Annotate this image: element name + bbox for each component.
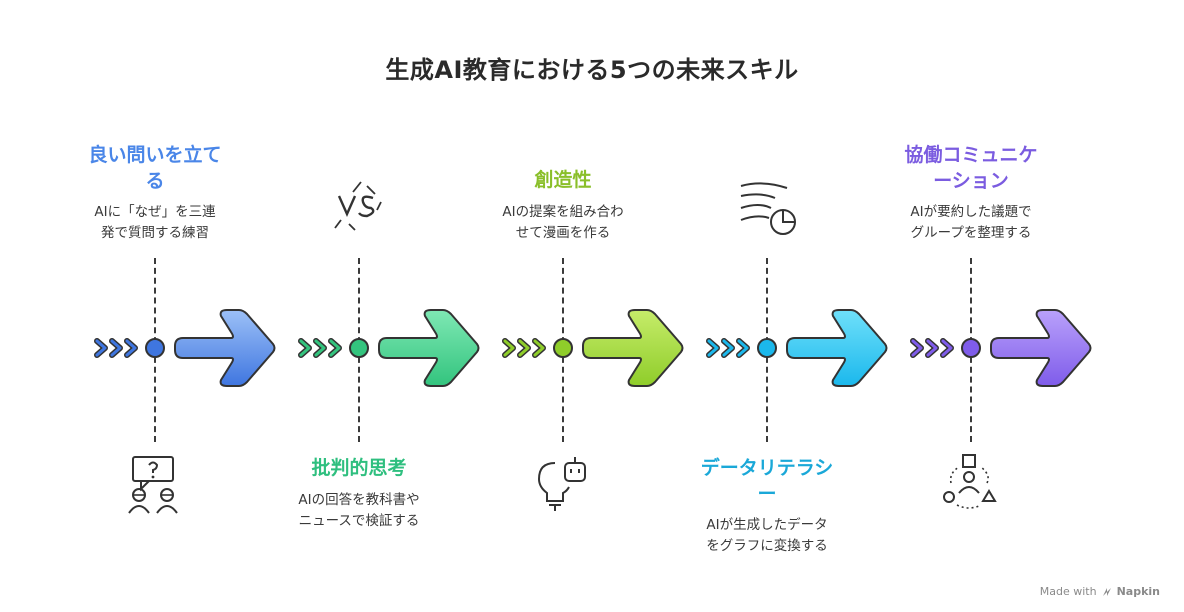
timeline-node (349, 338, 369, 358)
skill-heading-line: 協働コミュニケ (904, 144, 1038, 166)
napkin-logo-icon (1102, 587, 1111, 596)
skill-description: AIの回答を教科書やニュースで検証する (269, 490, 449, 532)
skill-description: AIに「なぜ」を三連発で質問する練習 (65, 202, 245, 244)
skill-description-line: せて漫画を作る (515, 225, 611, 241)
skill-heading: 創造性 (478, 167, 648, 193)
skill-description: AIが生成したデータをグラフに変換する (677, 515, 857, 557)
lightbulb-robot-icon (537, 457, 586, 511)
skill-heading-line: ーション (933, 170, 1009, 192)
skill-arrow (706, 309, 888, 387)
footer-credit: Made with Napkin (1040, 585, 1160, 598)
skill-heading-line: 批判的思考 (311, 457, 407, 479)
diagram-title: 生成AI教育における5つの未来スキル (385, 56, 799, 84)
skill-arrow (298, 309, 480, 387)
skill-heading: 批判的思考 (274, 455, 444, 481)
skill-heading-line: 良い問いを立て (88, 144, 222, 166)
skill-description-line: AIの提案を組み合わ (502, 204, 624, 220)
skill-heading-line: データリテラシ (700, 457, 834, 479)
skill-description-line: 発で質問する練習 (101, 225, 209, 241)
skill-heading-line: 創造性 (534, 169, 592, 191)
skill-arrow (502, 309, 684, 387)
versus-icon (334, 181, 382, 231)
data-wind-chart-icon (740, 182, 796, 235)
skill-description: AIが要約した議題でグループを整理する (881, 202, 1061, 244)
skill-description: AIの提案を組み合わせて漫画を作る (473, 202, 653, 244)
timeline-node (553, 338, 573, 358)
skill-heading: 協働コミュニケーション (886, 142, 1056, 194)
question-people-icon (128, 456, 178, 514)
skill-description-line: AIが生成したデータ (706, 517, 828, 533)
skill-heading: データリテラシー (682, 455, 852, 507)
skill-description-line: ニュースで検証する (298, 513, 420, 529)
skill-arrow (94, 309, 276, 387)
skill-description-line: グループを整理する (910, 225, 1032, 241)
big-arrow-shape (174, 309, 276, 387)
group-shapes-icon (943, 454, 997, 509)
skill-description-line: をグラフに変換する (706, 538, 828, 554)
skill-heading-line: る (145, 170, 165, 192)
big-arrow-shape (990, 309, 1092, 387)
skill-description-line: AIの回答を教科書や (298, 492, 420, 508)
skill-description-line: AIに「なぜ」を三連 (94, 204, 216, 220)
timeline-node (145, 338, 165, 358)
skill-heading: 良い問いを立てる (70, 142, 240, 194)
big-arrow-shape (378, 309, 480, 387)
big-arrow-shape (786, 309, 888, 387)
timeline-node (757, 338, 777, 358)
made-with-text: Made with (1039, 585, 1097, 598)
big-arrow-shape (582, 309, 684, 387)
skill-heading-line: ー (757, 483, 777, 505)
skill-arrow (910, 309, 1092, 387)
skill-description-line: AIが要約した議題で (910, 204, 1032, 220)
napkin-brand-text: Napkin (1116, 585, 1160, 598)
timeline-node (961, 338, 981, 358)
